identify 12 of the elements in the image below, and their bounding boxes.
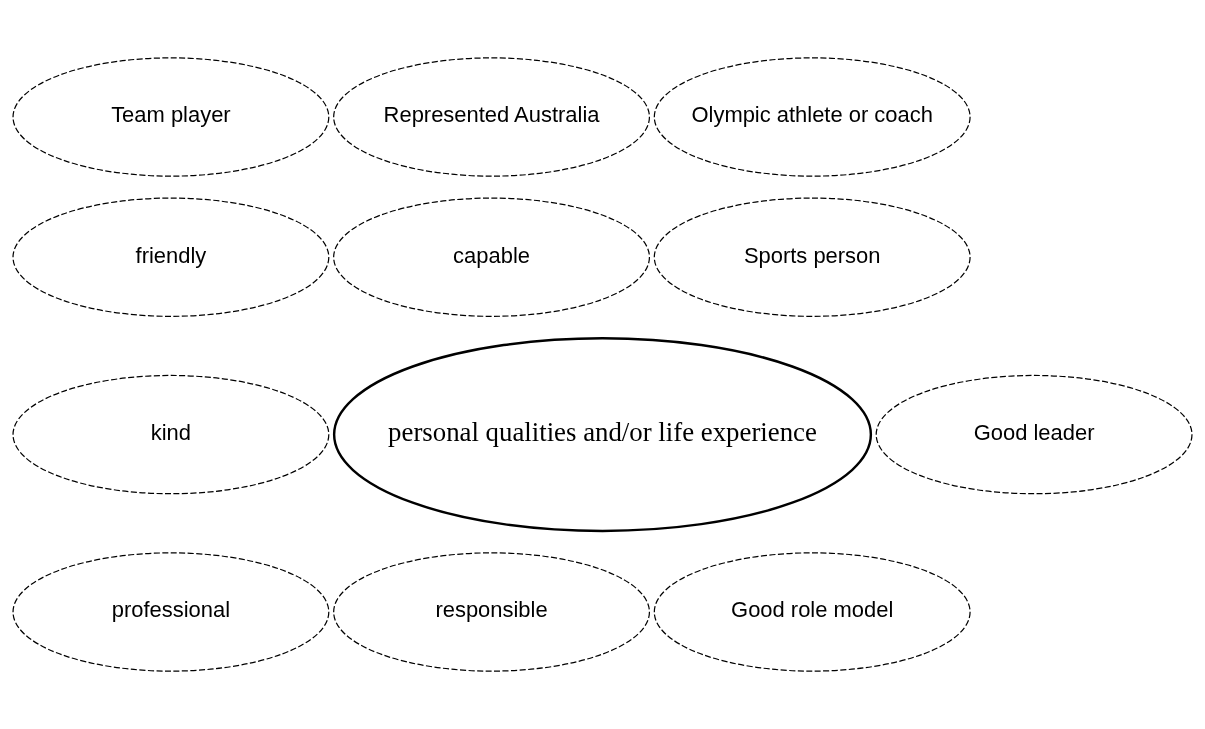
node-ellipse: professional [12, 552, 330, 672]
node-ellipse: responsible [333, 552, 651, 672]
node-ellipse: kind [12, 374, 330, 495]
node-ellipse: friendly [12, 197, 330, 317]
node-ellipse: Team player [12, 57, 330, 177]
node-ellipse: personal qualities and/or life experience [332, 337, 873, 533]
node-ellipse: capable [333, 197, 651, 317]
node-ellipse: Good role model [653, 552, 971, 672]
node-ellipse: Represented Australia [333, 57, 651, 177]
node-ellipse: Good leader [875, 374, 1193, 495]
node-ellipse: Sports person [653, 197, 971, 317]
node-ellipse: Olympic athlete or coach [653, 57, 971, 177]
